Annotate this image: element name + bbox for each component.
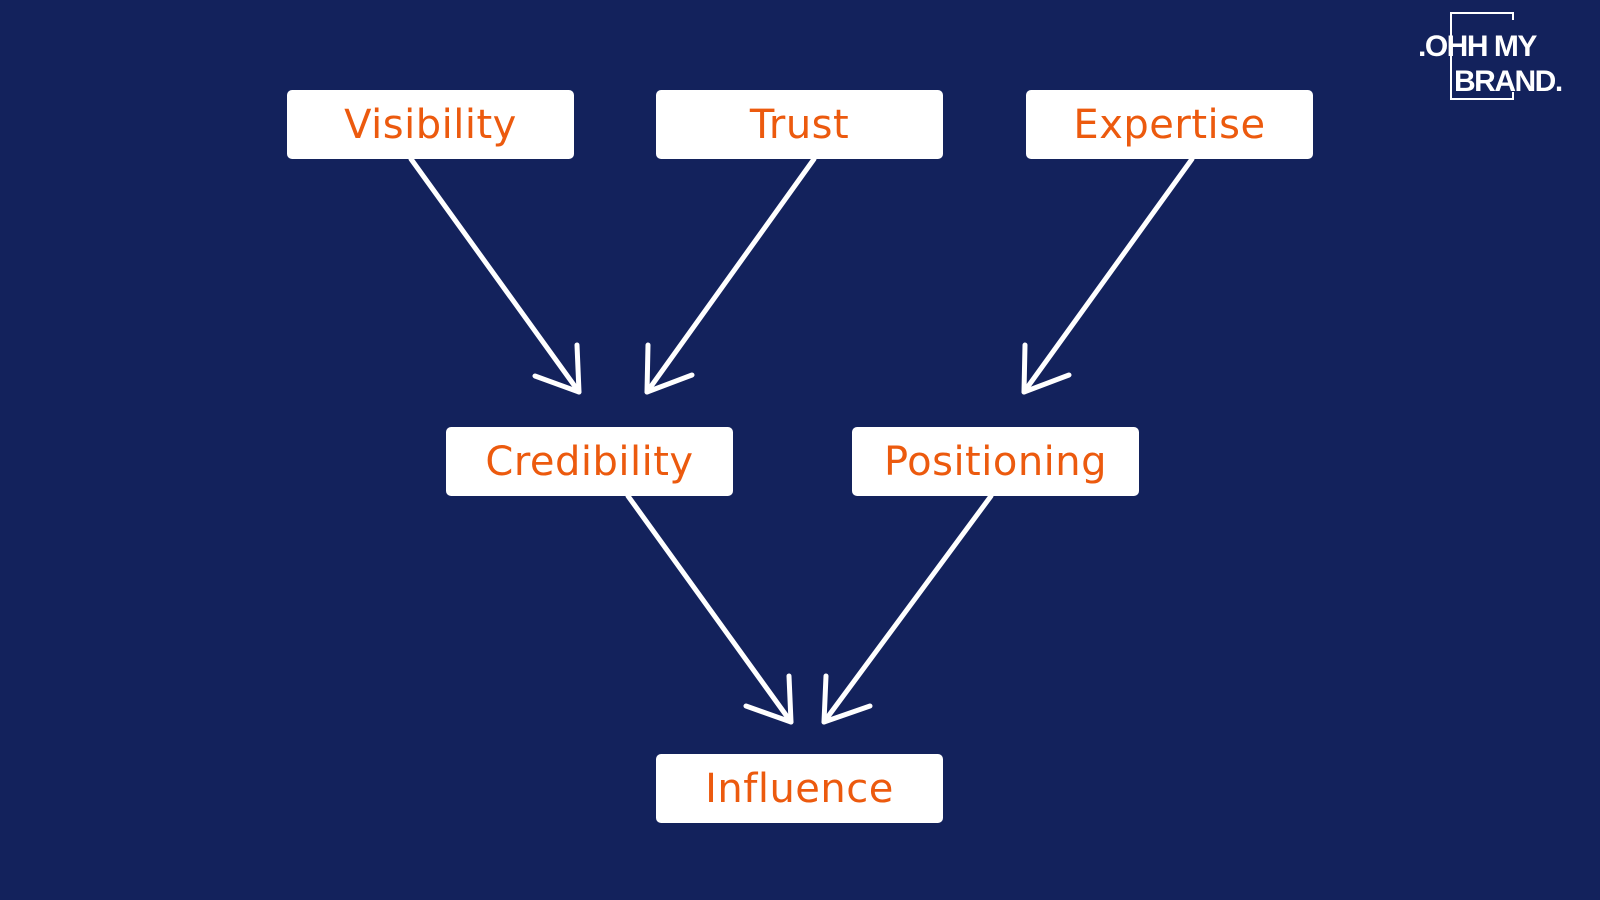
node-label: Positioning [883, 438, 1108, 485]
logo-frame-bottom [1450, 92, 1514, 100]
node-label: Trust [749, 101, 850, 148]
node-label: Visibility [344, 101, 517, 148]
logo-line-2: BRAND. [1454, 65, 1563, 98]
brand-logo: .OHH MY BRAND. [1418, 12, 1588, 102]
node-positioning: Positioning [852, 427, 1139, 496]
node-label: Expertise [1073, 101, 1266, 148]
arrow-expertise-to-positioning [1021, 156, 1195, 395]
node-influence: Influence [656, 754, 943, 823]
arrow-trust-to-credibility [644, 156, 817, 395]
logo-frame-top [1450, 12, 1514, 20]
node-expertise: Expertise [1026, 90, 1313, 159]
arrow-credibility-to-influence [625, 493, 794, 725]
arrow-visibility-to-credibility [408, 156, 582, 395]
arrow-positioning-to-influence [821, 493, 994, 725]
node-label: Influence [705, 765, 894, 812]
node-trust: Trust [656, 90, 943, 159]
node-visibility: Visibility [287, 90, 574, 159]
logo-frame-left [1450, 12, 1452, 100]
node-label: Credibility [485, 438, 694, 485]
node-credibility: Credibility [446, 427, 733, 496]
logo-line-1: .OHH MY [1418, 30, 1537, 63]
